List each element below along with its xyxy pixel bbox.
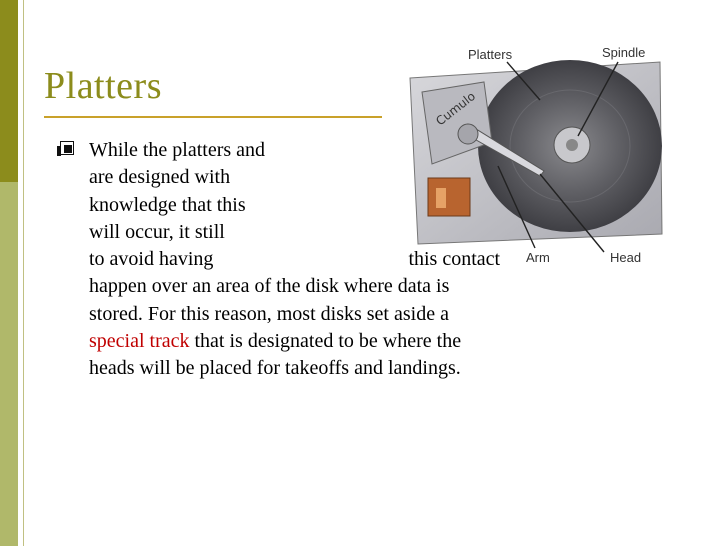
label-platters: Platters bbox=[468, 47, 513, 62]
special-track-highlight: special track bbox=[89, 330, 190, 353]
bullet-line-8-rest: that is designated to be where the bbox=[189, 330, 462, 353]
bullet-line-3: knowledge that this bbox=[89, 193, 246, 216]
sidebar-accent-bottom bbox=[0, 182, 18, 546]
title-underline bbox=[44, 116, 382, 118]
hard-drive-figure: Cumulo Platters Spindle Arm Head bbox=[392, 38, 670, 278]
bullet-line-8: special track that is designated to be w… bbox=[89, 328, 589, 355]
sidebar-accent-top bbox=[0, 0, 18, 182]
bullet-line-5: to avoid having this contact bbox=[89, 246, 589, 273]
hard-drive-illustration: Cumulo bbox=[409, 60, 663, 253]
label-head: Head bbox=[610, 250, 642, 265]
bullet-line-4: will occur, it still bbox=[89, 220, 225, 243]
bullet-line-5-tail: this contact bbox=[408, 248, 501, 271]
sidebar-rule bbox=[23, 0, 24, 546]
bullet-line-2: are designed with bbox=[89, 166, 231, 189]
flex-circuit bbox=[427, 177, 471, 217]
bullet-line-1: While the platters and bbox=[89, 139, 266, 161]
bullet-line-9: heads will be placed for takeoffs and la… bbox=[89, 357, 461, 380]
bullet-line-6: happen over an area of the disk where da… bbox=[89, 275, 450, 298]
bullet-line-5-head: to avoid having bbox=[89, 248, 214, 271]
label-arm: Arm bbox=[526, 250, 550, 265]
bullet-body: While the platters and are designed with… bbox=[89, 137, 589, 383]
slide-title: Platters bbox=[44, 65, 162, 107]
bullet-icon bbox=[57, 141, 74, 156]
bullet-line-7: stored. For this reason, most disks set … bbox=[89, 302, 449, 325]
label-spindle: Spindle bbox=[602, 45, 646, 60]
